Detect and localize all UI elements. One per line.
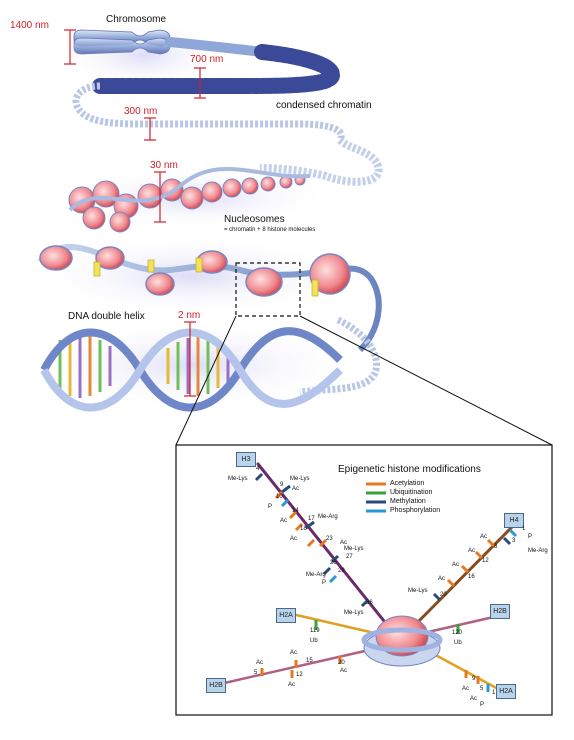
h4-site: Ac: [480, 534, 488, 540]
h4-site: Ac: [468, 548, 476, 554]
legend-ubiquitination: Ubiquitination: [390, 489, 433, 496]
h3-site: 9: [280, 482, 284, 488]
h2b-left-site: Ac: [256, 660, 264, 666]
h2b-right-site: Ub: [454, 640, 462, 646]
h3-site: 10: [276, 494, 283, 500]
h3-site: Me-Lys: [228, 476, 248, 482]
h4-site: Ac: [438, 576, 446, 582]
h2b-left-tail: [218, 646, 380, 686]
h4-site: Me-Arg: [528, 548, 548, 554]
h2a-top-site: Ub: [310, 638, 318, 644]
h2a-bottom-site: 9: [472, 676, 476, 682]
condensed-chromatin-label: condensed chromatin: [276, 100, 372, 111]
beads-on-a-string: [28, 236, 382, 396]
h3-site: P: [322, 580, 327, 586]
h3-site: Ac: [280, 518, 288, 524]
h2a-bottom-site: 5: [480, 686, 484, 692]
h2b-left-site: 5: [254, 670, 258, 676]
scale-1400nm: 1400 nm: [10, 20, 49, 31]
h2b-left-site: 20: [338, 660, 345, 666]
h3-site: Me-Arg: [306, 572, 326, 578]
legend-methylation: Methylation: [390, 498, 426, 505]
h2a-bottom-site: Ac: [462, 686, 470, 692]
h2a-bottom-site: Ac: [470, 696, 478, 702]
h3-site: Me-Lys: [344, 546, 364, 552]
h3-site: 17: [308, 516, 315, 522]
h4-site: 3: [512, 538, 516, 544]
scale-30nm: 30 nm: [150, 160, 178, 171]
panel-title: Epigenetic histone modifications: [338, 464, 481, 475]
h4-site: Ac: [452, 562, 460, 568]
dna-helix: [34, 320, 354, 412]
h3-site: 28: [338, 568, 345, 574]
histone-tails: [218, 462, 516, 692]
legend-acetylation: Acetylation: [390, 480, 425, 487]
h2b-left-site: Ac: [340, 668, 348, 674]
h2b-left-site: 12: [296, 672, 303, 678]
h2b-right-tail: [426, 614, 500, 634]
h2b-left-site: Ac: [290, 650, 298, 656]
legend-phosphorylation: Phosphorylation: [390, 507, 441, 514]
h3-site: Ac: [292, 486, 300, 492]
h2a-top-site: 119: [310, 628, 320, 634]
h3-site: Me-Arg: [318, 514, 338, 520]
h3-box: H3: [236, 452, 256, 467]
h2a-top-box: H2A: [276, 608, 296, 623]
h3-site: 23: [326, 536, 333, 542]
h4-site: P: [528, 534, 533, 540]
h3-site: 27: [346, 554, 353, 560]
h4-site: Me-Lys: [408, 588, 428, 594]
h3-site: Me-Lys: [344, 610, 364, 616]
scale-300nm: 300 nm: [124, 106, 158, 117]
modification-marks: [254, 472, 518, 692]
h4-site: 1: [522, 526, 526, 532]
scale-bars: [64, 29, 206, 397]
h3-site: 4: [256, 466, 260, 472]
h4-site: 8: [494, 544, 498, 550]
chromosome-label: Chromosome: [106, 14, 167, 25]
h2a-bottom-site: 1: [492, 690, 496, 696]
h2b-right-box: H2B: [490, 604, 510, 619]
h2a-bottom-site: P: [480, 702, 485, 708]
h2b-left-site: Ac: [288, 682, 296, 688]
h2a-bottom-box: H2A: [496, 684, 516, 699]
h4-site: 16: [468, 574, 475, 580]
h3-site: 18: [300, 526, 307, 532]
h3-site: Me-Lys: [290, 476, 310, 482]
scale-2nm: 2 nm: [178, 310, 201, 321]
h3-site: Ac: [290, 536, 298, 542]
scale-700nm: 700 nm: [190, 54, 224, 65]
30nm-fiber: [62, 166, 332, 233]
h3-site: Ac: [340, 540, 348, 546]
h3-site: 36: [366, 600, 373, 606]
h3-site: 26: [330, 560, 337, 566]
dna-helix-label: DNA double helix: [68, 311, 145, 322]
legend-swatches: [366, 482, 386, 513]
h2b-left-box: H2B: [206, 678, 226, 693]
h4-tail: [412, 523, 516, 628]
h2b-right-site: 120: [452, 630, 463, 636]
h2a-top-tail: [290, 612, 372, 634]
h4-site: 20: [440, 592, 447, 598]
nucleosome-core: [361, 615, 443, 667]
h2b-left-site: 15: [306, 658, 313, 664]
h3-site: P: [268, 504, 273, 510]
nucleosomes-label: Nucleosomes: [224, 214, 285, 225]
h4-site: 12: [482, 558, 489, 564]
nucleosomes-sublabel: = chromatin + 8 histone molecules: [224, 227, 316, 233]
h4-box: H4: [504, 513, 524, 528]
zoom-callout: [175, 262, 553, 716]
h3-site: 14: [292, 508, 299, 514]
